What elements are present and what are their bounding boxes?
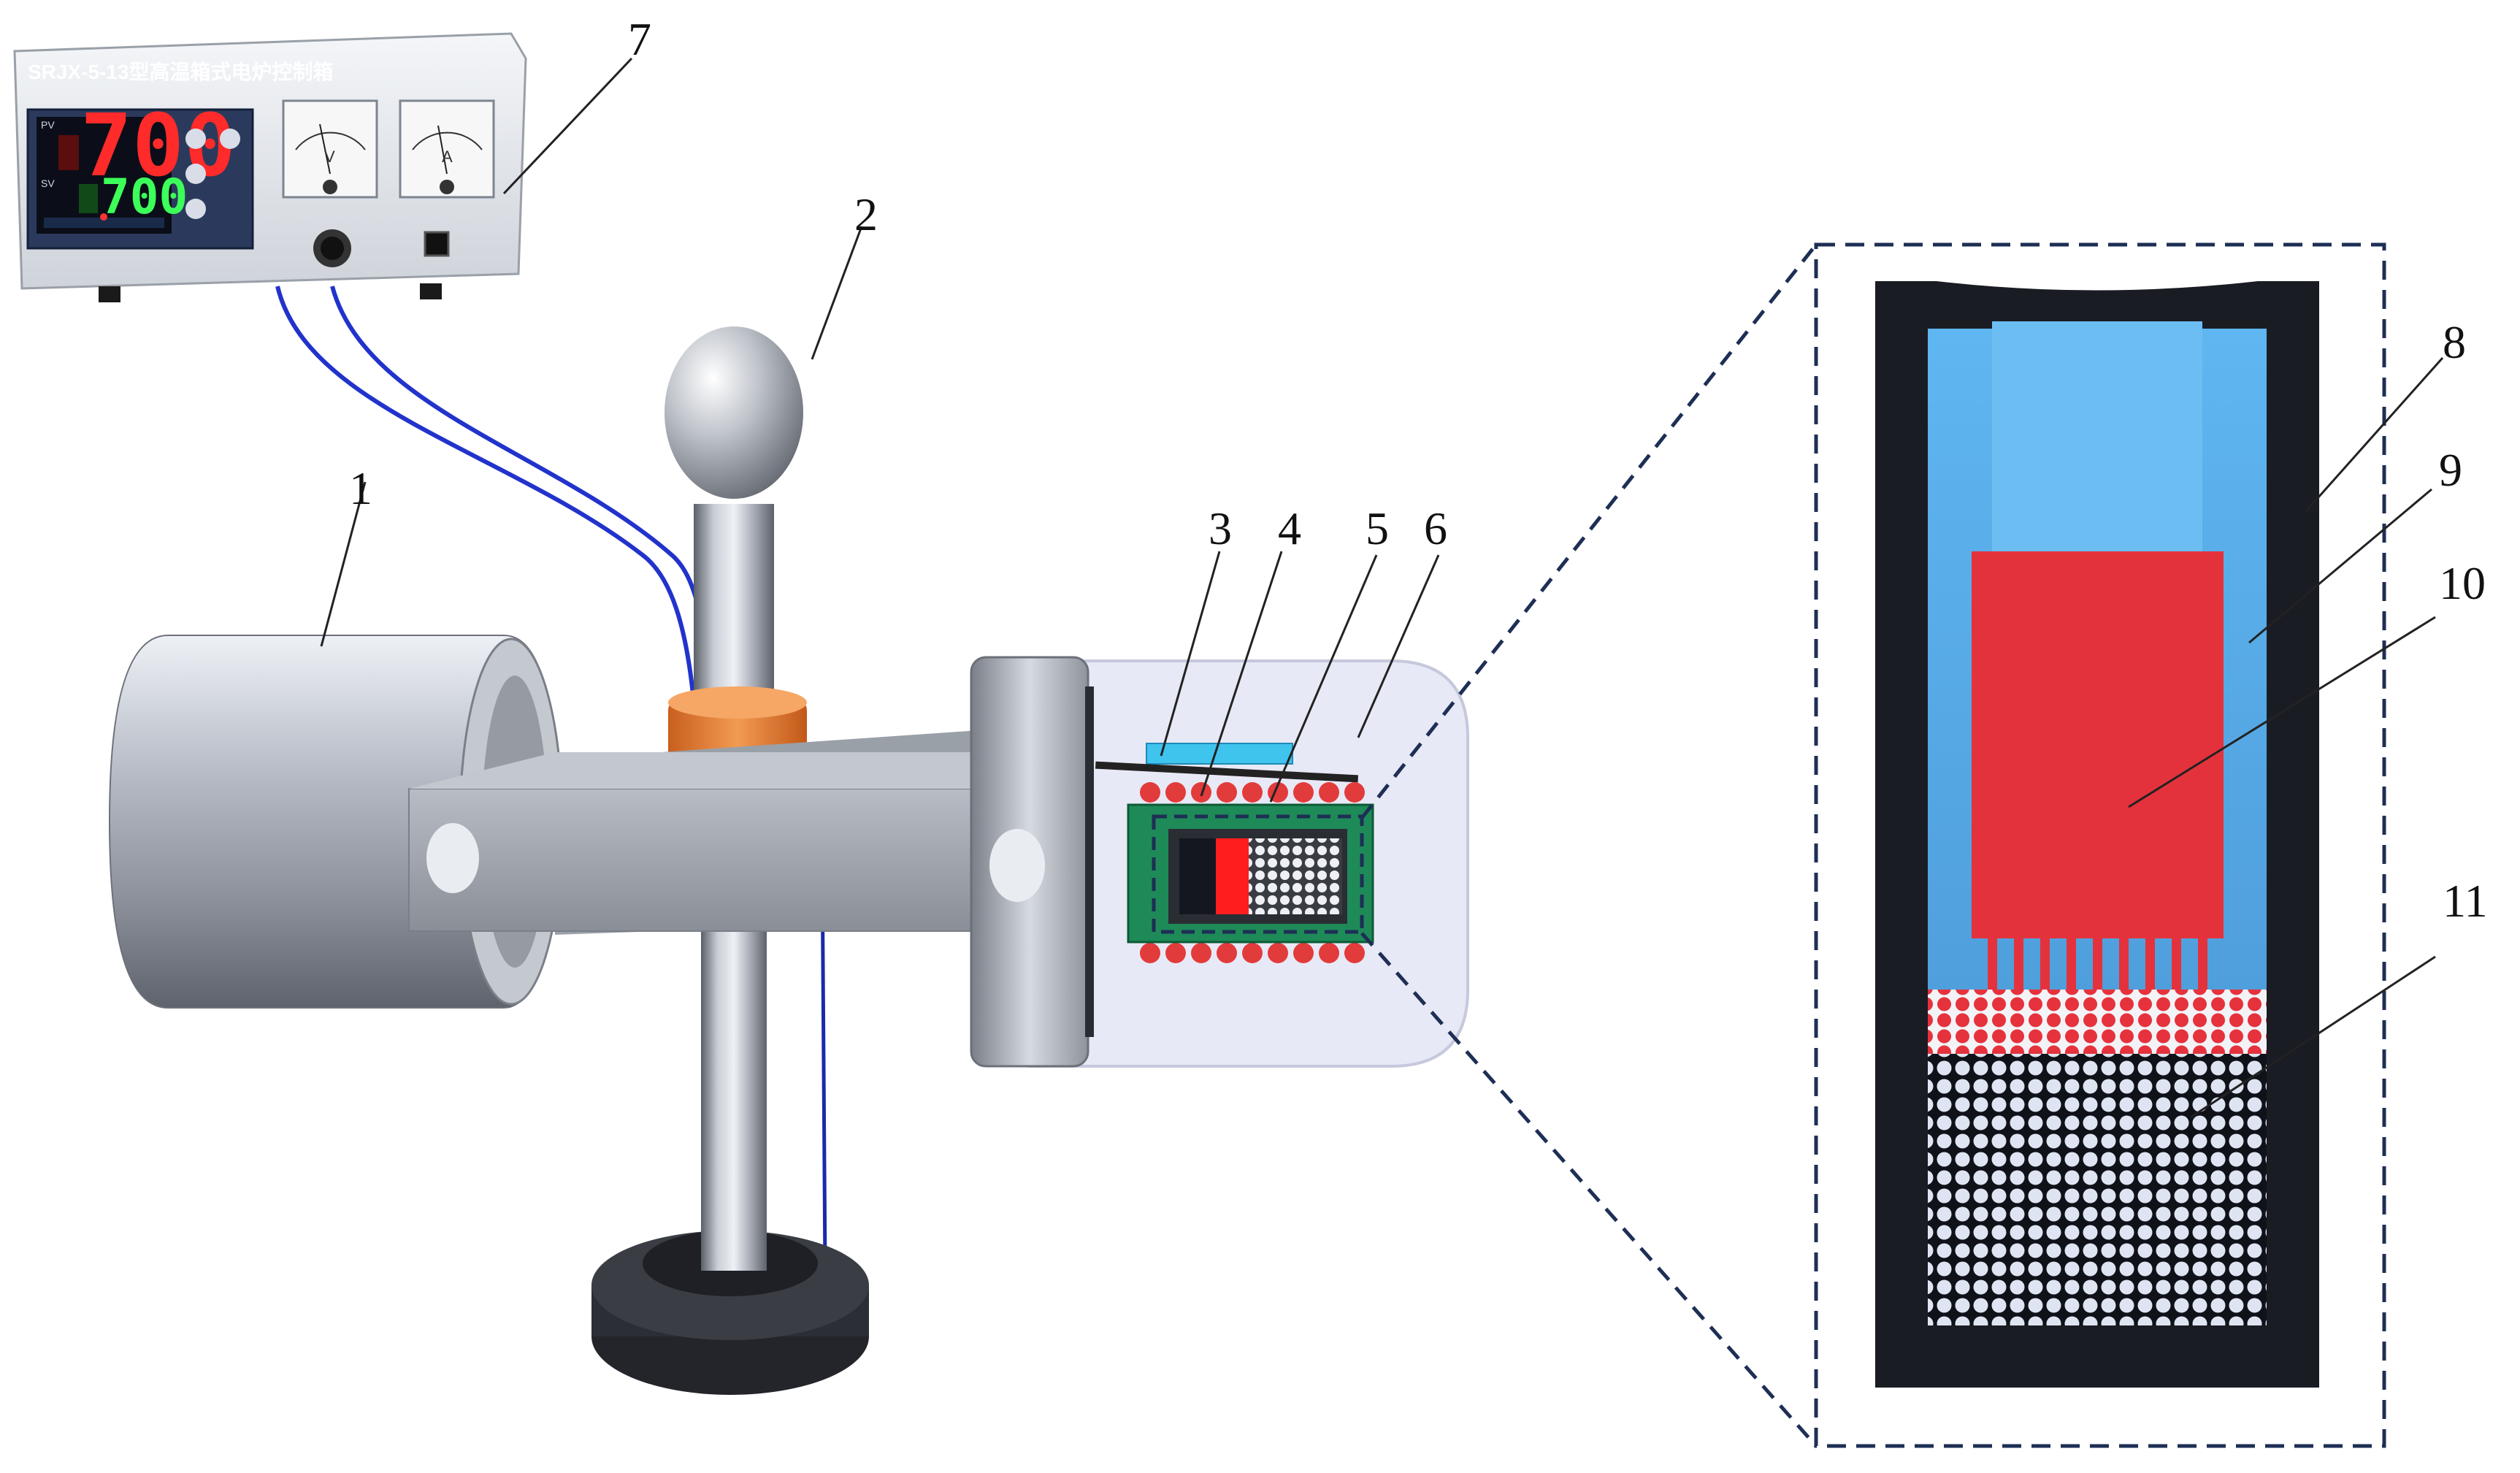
left-arrow-key-icon xyxy=(185,129,206,149)
stand xyxy=(591,326,869,1395)
down-arrow-key-icon xyxy=(185,199,206,219)
set-key-icon xyxy=(220,129,240,149)
callout-9: 9 xyxy=(2439,444,2462,496)
voltmeter-unit: V xyxy=(324,148,335,166)
furnace-head xyxy=(970,656,1469,1068)
sv-display: 700 xyxy=(101,169,188,225)
blue-zone xyxy=(1928,329,2267,990)
controller-keypad xyxy=(185,129,240,219)
pv-display: 700 xyxy=(80,95,236,196)
power-switch xyxy=(424,231,450,257)
callout-5: 5 xyxy=(1366,502,1389,554)
detail-inset xyxy=(1814,242,2386,1448)
callout-6: 6 xyxy=(1424,502,1447,554)
control-knob xyxy=(313,229,351,267)
pv-tag: PV xyxy=(41,119,55,131)
heater-coil xyxy=(1140,782,1365,963)
rotating-arm xyxy=(408,730,994,935)
callout-8: 8 xyxy=(2443,316,2466,368)
red-zone xyxy=(1972,551,2224,938)
ammeter: A xyxy=(399,99,495,199)
temperature-controller: PV 700 SV 700 xyxy=(26,95,254,250)
control-box-title: SRJX-5-13型高温箱式电炉控制箱 xyxy=(28,60,334,83)
callout-labels: 1 2 3 4 5 6 7 8 9 10 11 xyxy=(349,13,2488,927)
callout-2: 2 xyxy=(854,188,878,240)
callout-3: 3 xyxy=(1209,502,1232,554)
callout-1: 1 xyxy=(349,462,372,514)
callout-10: 10 xyxy=(2439,557,2486,609)
red-fingers xyxy=(1988,938,2207,990)
red-bead-layer xyxy=(1928,990,2267,1054)
cooling-block xyxy=(1146,743,1293,765)
leader-lines xyxy=(320,57,2444,1119)
bead-packing xyxy=(1928,1054,2267,1325)
ammeter-unit: A xyxy=(442,148,453,166)
voltmeter: V xyxy=(282,99,378,199)
callout-11: 11 xyxy=(2443,875,2488,927)
up-arrow-key-icon xyxy=(185,164,206,184)
callout-4: 4 xyxy=(1278,502,1301,554)
sv-tag: SV xyxy=(41,177,55,189)
control-box: SRJX-5-13型高温箱式电炉控制箱 PV 700 SV 700 xyxy=(13,32,527,302)
zoom-connectors xyxy=(1360,243,1818,1447)
callout-7: 7 xyxy=(628,13,651,65)
